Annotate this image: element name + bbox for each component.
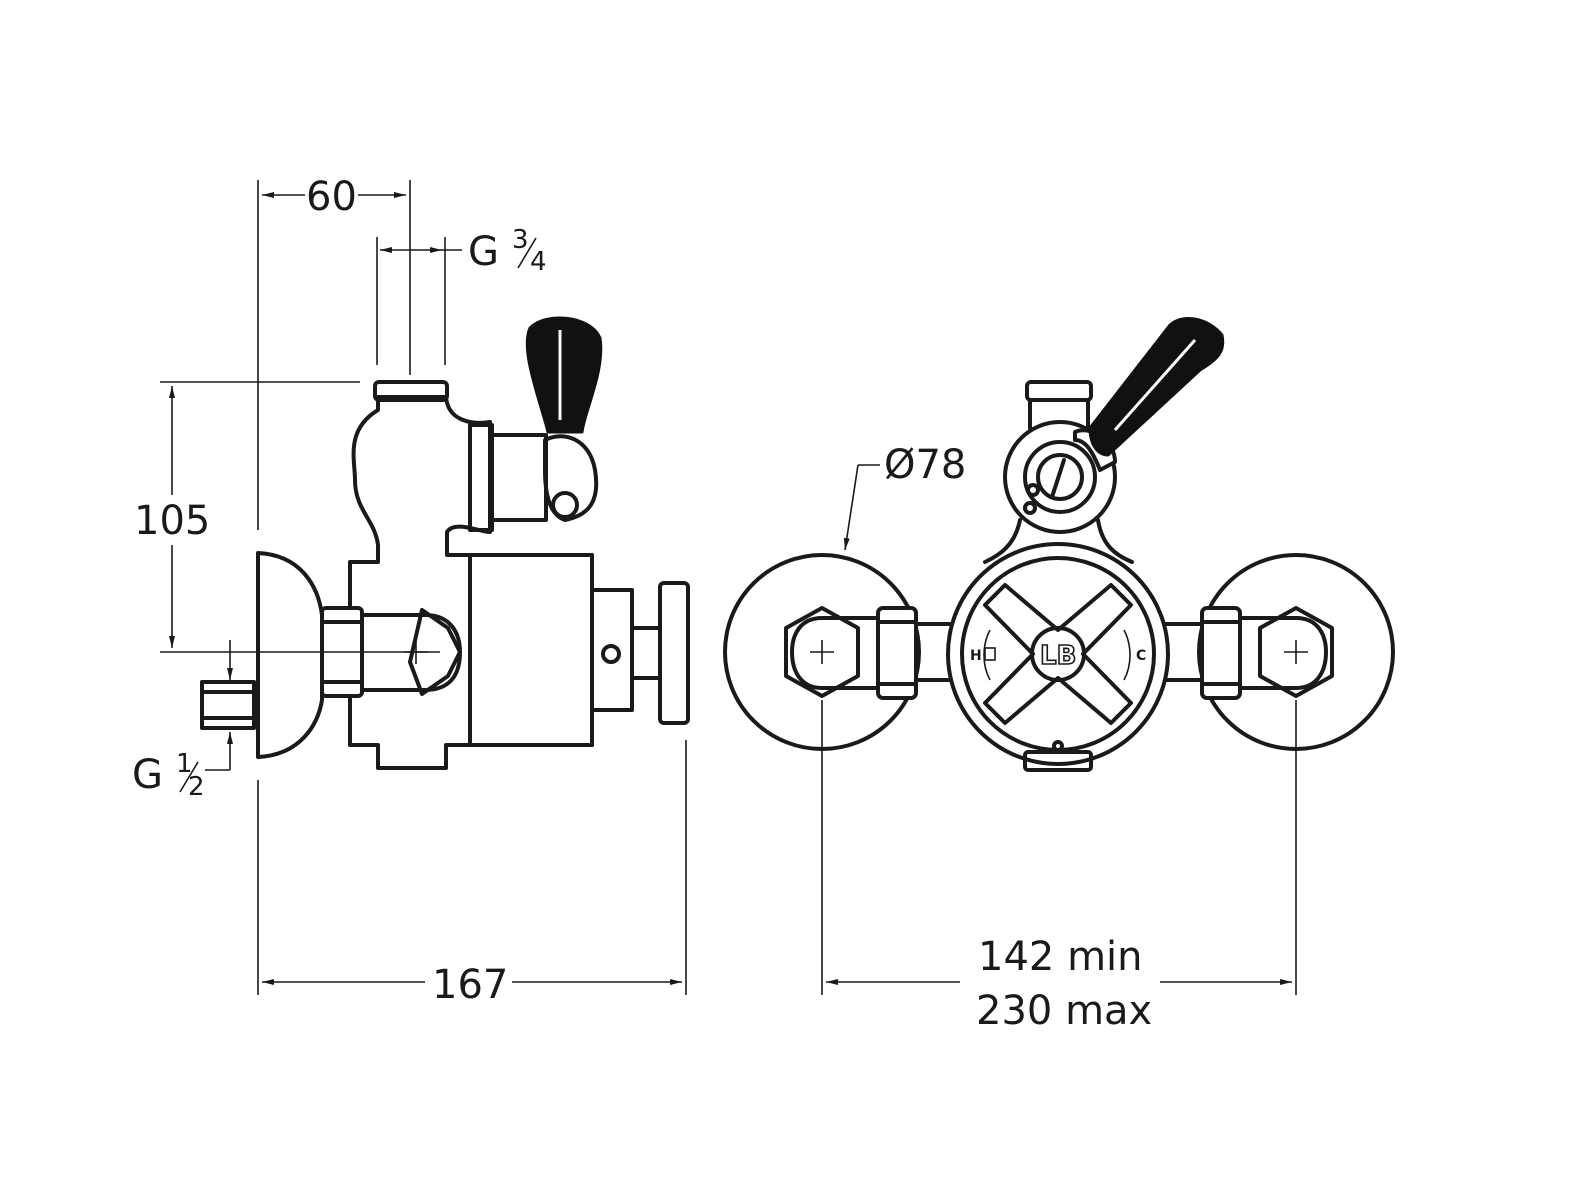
right-nut <box>1200 606 1242 700</box>
right-hex <box>1258 606 1334 698</box>
hot-marking: H <box>970 648 982 664</box>
dim-diameter-label: Ø78 <box>884 442 966 488</box>
wall-flange <box>256 551 324 759</box>
right-elbow <box>1238 616 1328 690</box>
spindle <box>630 626 662 680</box>
inlet-hex-back <box>408 608 462 696</box>
flow-valve-ring <box>1023 440 1097 514</box>
front-view: LB H C <box>723 316 1395 772</box>
dim-outlet-thread-label: G <box>468 229 499 275</box>
dim-outlet-thread-num: 3 <box>512 225 529 255</box>
hot-stop <box>984 647 996 661</box>
outlet-cap <box>373 380 449 402</box>
side-dimensions: 60 G 3 4 105 G 1 2 167 <box>132 174 687 1008</box>
right-centre-mark <box>1284 640 1308 664</box>
dim-centres-max: 230 max <box>976 988 1152 1034</box>
dim-inlet-thread-label: G <box>132 752 163 798</box>
cross-handle-hub <box>1030 626 1086 682</box>
left-elbow <box>790 616 882 690</box>
dim-167-label: 167 <box>432 962 508 1008</box>
dim-outlet-thread-den: 4 <box>530 247 547 277</box>
dim-inlet-thread-num: 1 <box>176 749 193 779</box>
left-centre-mark <box>810 640 834 664</box>
hot-arrow <box>983 629 991 681</box>
bonnet-screw <box>601 644 621 664</box>
thermostat-body <box>468 553 594 747</box>
inlet-tail <box>200 680 256 730</box>
outlet-elbow <box>348 395 492 770</box>
flow-lever-front <box>1088 316 1225 457</box>
flow-lever-handle <box>525 316 603 434</box>
cold-arrow <box>1123 629 1131 681</box>
brand-logo: LB <box>1040 641 1076 671</box>
thermostat-bonnet <box>590 588 634 712</box>
front-outlet-stem <box>1028 398 1090 430</box>
outlet-flow-body <box>488 433 548 522</box>
body-neck <box>983 518 1134 564</box>
dim-60-label: 60 <box>306 174 357 220</box>
temp-handle-side <box>658 581 690 725</box>
thermostat-bottom-screw <box>1052 740 1064 752</box>
dim-inlet-thread-den: 2 <box>188 772 205 802</box>
front-outlet-cap <box>1025 380 1093 402</box>
left-hex <box>784 606 860 698</box>
dim-105-label: 105 <box>134 498 210 544</box>
flow-valve-slot <box>1050 458 1066 499</box>
flow-valve-spindle <box>1036 453 1084 501</box>
flow-lever-screw <box>551 491 579 519</box>
cold-marking: C <box>1136 648 1146 664</box>
flow-valve-pin <box>1026 483 1040 497</box>
side-view <box>200 316 690 770</box>
flow-lever-hub <box>543 434 599 522</box>
dim-centres-min: 142 min <box>978 934 1143 980</box>
left-nut <box>876 606 918 700</box>
flow-lever-front-highlight <box>1113 339 1197 431</box>
front-dimensions: Ø78 142 min 230 max <box>821 442 1297 1034</box>
flow-valve-pin-2 <box>1023 501 1037 515</box>
